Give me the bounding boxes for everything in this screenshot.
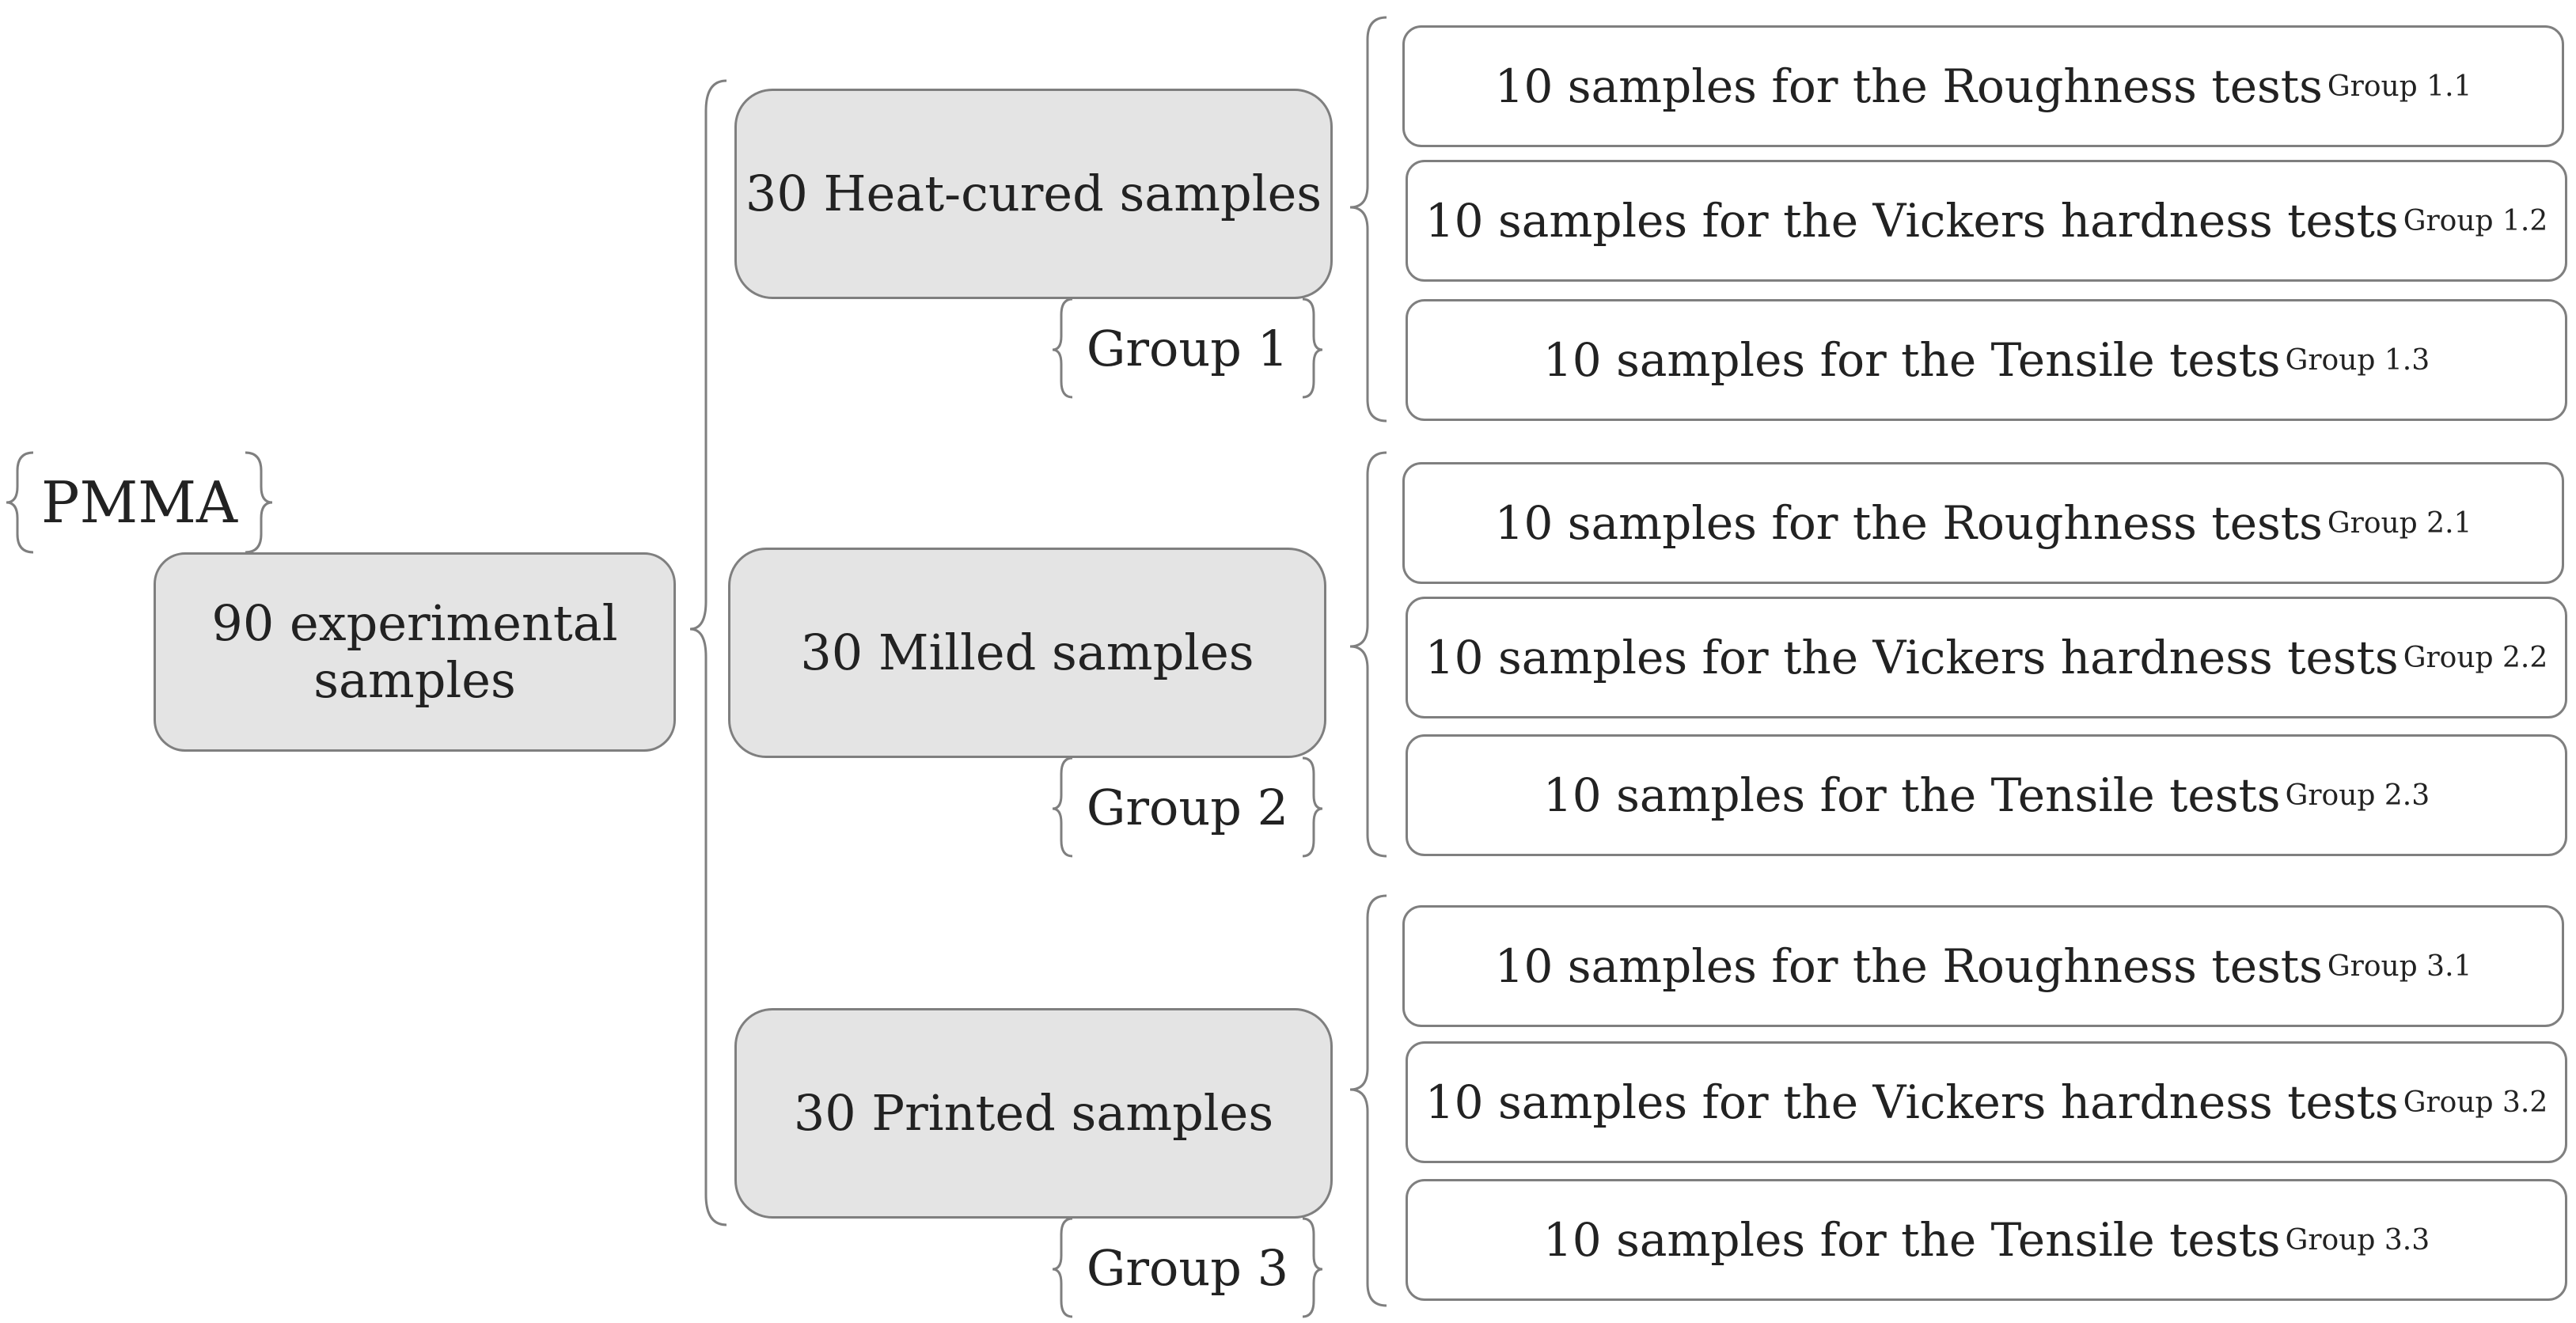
group2-label-left-brace xyxy=(1052,756,1073,858)
group2-label: Group 2 xyxy=(1086,778,1289,836)
test-group-sup: Group 3.3 xyxy=(2285,1223,2430,1257)
group1-node: 30 Heat-cured samples xyxy=(734,89,1333,299)
group3-node: 30 Printed samples xyxy=(734,1008,1333,1219)
group3-label-right-brace xyxy=(1302,1217,1323,1318)
group3-title: 30 Printed samples xyxy=(793,1084,1274,1142)
test-box-group-1-2: 10 samples for the Vickers hardness test… xyxy=(1406,160,2567,282)
group1-label-left-brace xyxy=(1052,298,1073,399)
group2-title: 30 Milled samples xyxy=(800,624,1254,681)
test-text: 10 samples for the Roughness tests xyxy=(1494,496,2323,550)
test-group-sup: Group 1.2 xyxy=(2403,204,2548,237)
test-text: 10 samples for the Tensile tests xyxy=(1542,768,2281,822)
material-label: PMMA xyxy=(41,469,237,536)
test-text: 10 samples for the Tensile tests xyxy=(1542,1213,2281,1267)
root-brace xyxy=(689,79,727,1226)
test-group-sup: Group 1.3 xyxy=(2285,343,2430,377)
test-group-sup: Group 3.2 xyxy=(2403,1086,2548,1119)
test-text: 10 samples for the Vickers hardness test… xyxy=(1425,1075,2399,1129)
test-group-sup: Group 2.2 xyxy=(2403,641,2548,674)
pmma-right-brace xyxy=(245,451,273,554)
test-box-group-3-2: 10 samples for the Vickers hardness test… xyxy=(1406,1041,2567,1163)
root-line-2: samples xyxy=(313,651,516,709)
root-node: 90 experimental samples xyxy=(154,552,676,752)
group1-label-right-brace xyxy=(1302,298,1323,399)
group3-tests-brace xyxy=(1349,894,1387,1307)
pmma-left-brace xyxy=(6,451,34,554)
test-text: 10 samples for the Roughness tests xyxy=(1494,939,2323,993)
test-text: 10 samples for the Vickers hardness test… xyxy=(1425,194,2399,248)
test-group-sup: Group 2.3 xyxy=(2285,779,2430,812)
group2-tests-brace xyxy=(1349,451,1387,858)
group3-label-left-brace xyxy=(1052,1217,1073,1318)
test-group-sup: Group 1.1 xyxy=(2327,70,2472,103)
test-text: 10 samples for the Vickers hardness test… xyxy=(1425,631,2399,684)
test-text: 10 samples for the Tensile tests xyxy=(1542,333,2281,387)
group3-label: Group 3 xyxy=(1086,1238,1289,1297)
group2-node: 30 Milled samples xyxy=(728,548,1326,758)
group1-label: Group 1 xyxy=(1086,319,1289,377)
group1-tests-brace xyxy=(1349,16,1387,423)
group1-title: 30 Heat-cured samples xyxy=(745,165,1322,222)
test-text: 10 samples for the Roughness tests xyxy=(1494,59,2323,113)
test-group-sup: Group 2.1 xyxy=(2327,506,2472,540)
test-box-group-2-2: 10 samples for the Vickers hardness test… xyxy=(1406,597,2567,718)
test-group-sup: Group 3.1 xyxy=(2327,950,2472,983)
root-line-1: 90 experimental xyxy=(211,594,618,652)
group2-label-right-brace xyxy=(1302,756,1323,858)
